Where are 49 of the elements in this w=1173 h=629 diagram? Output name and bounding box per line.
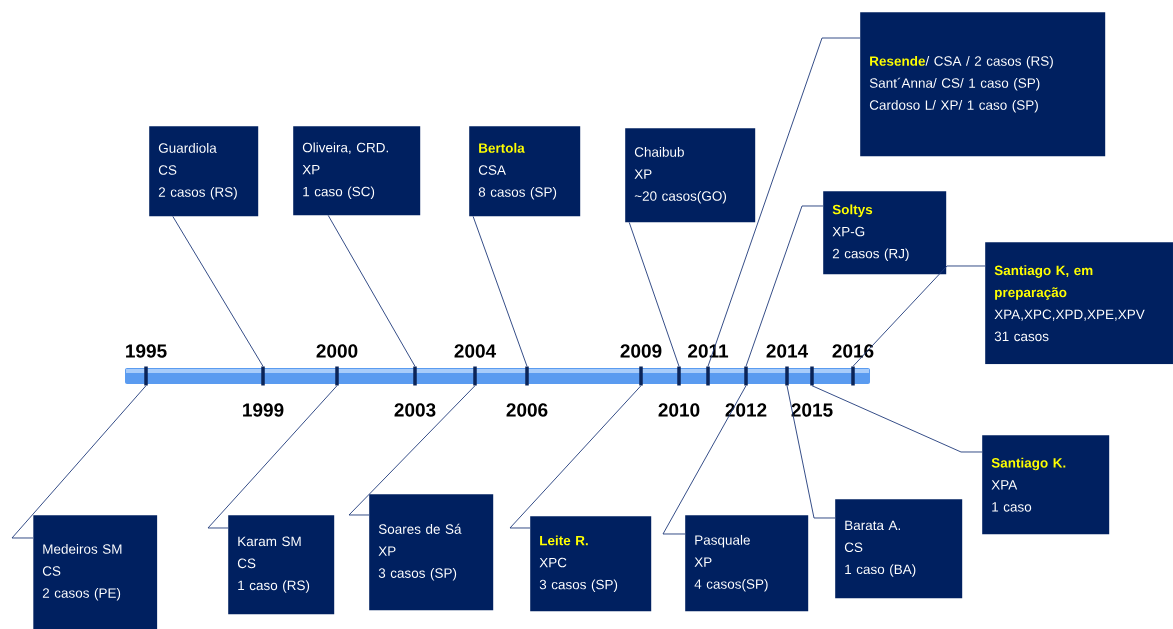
tick-mark bbox=[413, 366, 417, 386]
callout-box: Chaibub XP ~20 casos(GO) bbox=[625, 128, 756, 223]
tick-mark bbox=[261, 366, 265, 386]
leader-line bbox=[509, 385, 642, 529]
leader-line bbox=[11, 385, 147, 539]
callout-box: Santiago K. XPA 1 caso bbox=[982, 435, 1110, 535]
tick-mark bbox=[473, 366, 477, 386]
year-label: 2010 bbox=[658, 403, 700, 417]
callout-box: Guardiola CS 2 casos (RS) bbox=[149, 126, 259, 217]
year-label: 2012 bbox=[725, 403, 767, 417]
leader-line bbox=[207, 385, 338, 529]
callout-box: Barata A. CS 1 caso (BA) bbox=[835, 499, 963, 599]
tick-mark bbox=[706, 366, 710, 386]
callout-box: Santiago K, em preparação XPA,XPC,XPD,XPE,XPV 31 casos bbox=[985, 242, 1173, 365]
tick-mark bbox=[785, 366, 789, 386]
year-label: 2004 bbox=[454, 344, 497, 358]
callout-box: Oliveira, CRD. XP 1 caso (SC) bbox=[293, 126, 421, 216]
tick-mark bbox=[744, 366, 748, 386]
callout-box: Resende/ CSA / 2 casos (RS) Sant´Anna/ CS/ 1 caso (SP) Cardoso L/ XP/ 1 caso (SP) bbox=[860, 12, 1106, 157]
leader-line bbox=[852, 265, 986, 367]
callout-box: Soares de Sá XP 3 casos (SP) bbox=[369, 494, 494, 611]
tick-mark bbox=[677, 366, 681, 386]
year-label: 2009 bbox=[620, 344, 662, 358]
tick-mark bbox=[851, 366, 855, 386]
year-label: 2003 bbox=[394, 403, 436, 417]
year-label: 2011 bbox=[688, 344, 729, 358]
tick-mark bbox=[810, 366, 814, 386]
leader-line bbox=[811, 385, 983, 453]
year-label: 1995 bbox=[126, 344, 167, 358]
callout-box: Pasquale XP 4 casos(SP) bbox=[685, 515, 809, 612]
tick-mark bbox=[144, 366, 148, 386]
callout-box: Medeiros SM CS 2 casos (PE) bbox=[33, 515, 158, 629]
year-label: 2015 bbox=[791, 403, 833, 417]
year-label: 2000 bbox=[316, 344, 358, 358]
year-label: 2014 bbox=[766, 344, 808, 358]
callout-box: Soltys XP-G 2 casos (RJ) bbox=[823, 191, 947, 275]
year-label: 1999 bbox=[243, 403, 284, 417]
tick-mark bbox=[639, 366, 643, 386]
year-label: 2016 bbox=[832, 344, 874, 358]
leader-line bbox=[662, 385, 747, 535]
callout-box: Karam SM CS 1 caso (RS) bbox=[228, 515, 335, 615]
leader-line bbox=[348, 385, 476, 516]
leader-line bbox=[745, 205, 824, 367]
tick-mark bbox=[335, 366, 339, 386]
callout-box: Leite R. XPC 3 casos (SP) bbox=[530, 516, 652, 612]
year-label: 2006 bbox=[506, 403, 548, 417]
tick-mark bbox=[525, 366, 529, 386]
leader-line bbox=[786, 385, 836, 519]
callout-box: Bertola CSA 8 casos (SP) bbox=[469, 126, 581, 217]
